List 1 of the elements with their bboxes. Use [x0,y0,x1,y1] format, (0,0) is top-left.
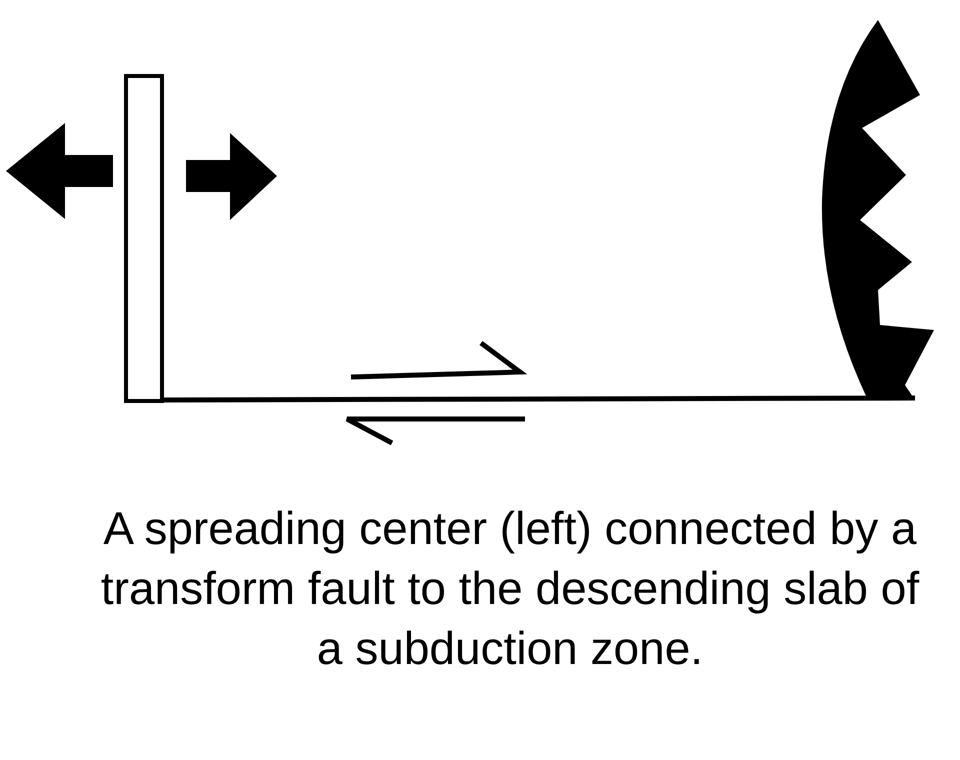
caption: A spreading center (left) connected by a transform fault to the descending slab of a subduction zone. [100,501,920,676]
